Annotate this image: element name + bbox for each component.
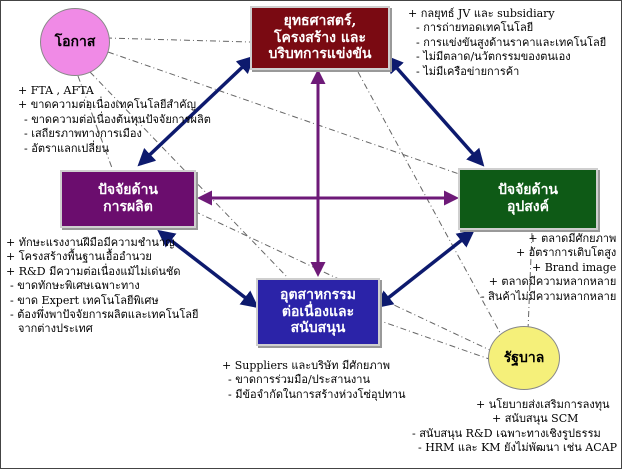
opportunity-note: + FTA , AFTA — [18, 84, 94, 97]
factor-box: ปัจจัยด้าน การผลิต — [60, 170, 196, 228]
related-line1: อุตสาหกรรม — [280, 286, 356, 303]
strategy-note: - ไม่มีเครือข่ายการค้า — [416, 64, 520, 78]
factor-note: + R&D มีความต่อเนื่องแม้ไม่เด่นชัด — [6, 264, 181, 278]
dash-opportunity-strategy — [105, 37, 251, 43]
government-oval: รัฐบาล — [488, 326, 560, 390]
dash-government-related — [371, 317, 493, 361]
factor-line1: ปัจจัยด้าน — [97, 182, 159, 199]
factor-notes: + ทักษะแรงงานฝีมือมีความชำนาญ + โครงสร้า… — [6, 236, 198, 337]
government-note: - HRM และ KM ยังไม่พัฒนา เช่น ACAP — [418, 441, 617, 455]
strategy-box: ยุทธศาสตร์, โครงสร้าง และ บริบทการแข่งขั… — [250, 6, 390, 70]
demand-note: + ตลาดมีความหลากหลาย — [488, 275, 617, 289]
related-box: อุตสาหกรรม ต่อเนื่องและ สนับสนุน — [256, 278, 380, 346]
dash-opportunity-factor — [77, 75, 113, 169]
related-note: - ขาดการร่วมมือ/ประสานงาน — [228, 373, 370, 387]
dash-government-strategy — [357, 71, 505, 341]
demand-box: ปัจจัยด้าน อุปสงค์ — [458, 168, 598, 230]
strategy-notes: + กลยุทธ์ JV และ subsidiary - การถ่ายทอด… — [408, 7, 606, 79]
strategy-line3: บริบทการแข่งขัน — [268, 46, 372, 63]
demand-line1: ปัจจัยด้าน — [497, 182, 559, 199]
strategy-note: - การแข่งขันสูงด้านราคาและเทคโนโลยี — [416, 35, 607, 49]
government-note: + นโยบายส่งเสริมการลงทุน — [476, 398, 610, 411]
strategy-note: - ไม่มีตลาด/นวัตกรรมของตนเอง — [416, 50, 571, 64]
opportunity-notes: + FTA , AFTA + ขาดความต่อเนื่องเทคโนโลยี… — [18, 84, 211, 156]
opportunity-note: - อัตราแลกเปลี่ยน — [24, 141, 109, 155]
demand-note: - สินค้าไม่มีความหลากหลาย — [480, 289, 617, 303]
strategy-note: + กลยุทธ์ JV และ subsidiary — [408, 7, 555, 20]
arrow-demand-related — [375, 229, 475, 309]
factor-note: จากต่างประเทศ — [18, 322, 93, 336]
factor-line2: การผลิต — [103, 199, 153, 215]
arrow-strategy-demand — [385, 55, 485, 167]
related-note: + Suppliers และบริษัท มีศักยภาพ — [222, 359, 391, 372]
factor-note: - ต้องพึ่งพาปัจจัยการผลิตและเทคโนโลยี — [10, 308, 199, 322]
demand-note: + อัตราการเติบโตสูง — [515, 246, 617, 260]
factor-note: + ทักษะแรงงานฝีมือมีความชำนาญ — [6, 236, 175, 249]
strategy-line2: โครงสร้าง และ — [273, 29, 366, 46]
factor-note: + โครงสร้างพื้นฐานเอื้ออำนวย — [6, 250, 152, 264]
related-line3: สนับสนุน — [290, 320, 346, 337]
opportunity-note: - เสถียรภาพทางการเมือง — [24, 127, 142, 141]
arrow-factor-related — [157, 229, 259, 309]
factor-note: - ขาด Expert เทคโนโลยีพิเศษ — [10, 293, 159, 307]
demand-line2: อุปสงค์ — [506, 199, 550, 215]
strategy-line1: ยุทธศาสตร์, — [283, 12, 357, 29]
government-note: - สนับสนุน R&D เฉพาะทางเชิงรูปธรรม — [412, 426, 601, 440]
opportunity-label: โอกาส — [54, 34, 96, 50]
related-notes: + Suppliers และบริษัท มีศักยภาพ - ขาดการ… — [222, 359, 406, 402]
strategy-note: - การถ่ายทอดเทคโนโลยี — [416, 21, 534, 35]
opportunity-oval: โอกาส — [40, 8, 110, 76]
related-note: - มีข้อจำกัดในการสร้างห่วงโซ่อุปทาน — [228, 387, 406, 401]
government-note: + สนับสนุน SCM — [492, 412, 579, 426]
government-notes: + นโยบายส่งเสริมการลงทุน + สนับสนุน SCM … — [398, 398, 617, 456]
demand-note: + ตลาดมีศักยภาพ — [528, 232, 617, 245]
demand-notes: + ตลาดมีศักยภาพ + อัตราการเติบโตสูง + Br… — [476, 232, 616, 304]
opportunity-note: + ขาดความต่อเนื่องเทคโนโลยีสำคัญ — [18, 98, 197, 112]
dash-government-demand — [527, 231, 533, 331]
demand-note: + Brand image — [532, 260, 617, 274]
related-line2: ต่อเนื่องและ — [281, 303, 355, 320]
arrow-strategy-factor — [137, 55, 255, 167]
factor-note: - ขาดทักษะพิเศษเฉพาะทาง — [10, 279, 140, 293]
government-label: รัฐบาล — [503, 350, 545, 366]
opportunity-note: - ขาดความต่อเนื่องต้นทุนปัจจัยการผลิต — [24, 112, 211, 126]
